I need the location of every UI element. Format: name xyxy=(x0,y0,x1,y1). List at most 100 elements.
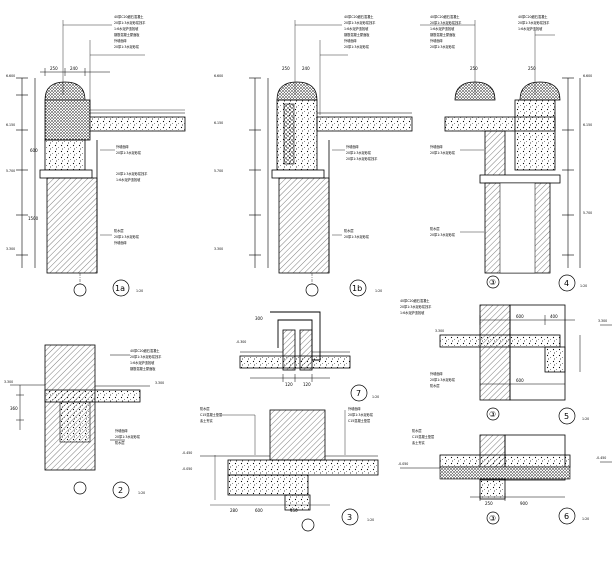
svg-text:1:20: 1:20 xyxy=(372,395,379,399)
detail-label-circle xyxy=(112,279,130,297)
detail-label-circle xyxy=(350,384,368,402)
svg-text:120: 120 xyxy=(303,382,311,387)
svg-text:1:6水泥炉渣找坡: 1:6水泥炉渣找坡 xyxy=(518,26,543,31)
svg-text:40厚C20细石混凝土: 40厚C20细石混凝土 xyxy=(518,14,548,19)
svg-text:600: 600 xyxy=(30,148,38,153)
svg-text:20厚1:3水泥砂浆: 20厚1:3水泥砂浆 xyxy=(114,234,140,239)
svg-text:6: 6 xyxy=(564,512,569,521)
svg-text:防水层: 防水层 xyxy=(115,440,125,445)
detail-label-circle xyxy=(341,508,359,526)
svg-text:外墙面砖: 外墙面砖 xyxy=(115,428,129,433)
svg-text:1:20: 1:20 xyxy=(582,417,589,421)
detail-label-circle xyxy=(558,407,576,425)
svg-text:-0.450: -0.450 xyxy=(596,456,606,460)
svg-text:1:20: 1:20 xyxy=(580,284,587,288)
svg-text:6.600: 6.600 xyxy=(583,74,592,78)
svg-text:2: 2 xyxy=(118,486,123,495)
svg-text:3.300: 3.300 xyxy=(4,380,13,384)
svg-text:外墙面砖: 外墙面砖 xyxy=(430,371,444,376)
svg-text:1500: 1500 xyxy=(28,216,39,221)
svg-text:3.300: 3.300 xyxy=(155,381,164,385)
svg-text:素土夯实: 素土夯实 xyxy=(412,440,425,445)
svg-text:250: 250 xyxy=(282,66,290,71)
svg-text:3.300: 3.300 xyxy=(214,247,223,251)
svg-text:900: 900 xyxy=(520,501,528,506)
svg-text:6.150: 6.150 xyxy=(583,123,592,127)
cornice-profile xyxy=(44,81,86,101)
svg-text:钢筋混凝土屋面板: 钢筋混凝土屋面板 xyxy=(344,32,370,37)
svg-text:钢筋混凝土屋面板: 钢筋混凝土屋面板 xyxy=(114,32,140,37)
svg-text:6.150: 6.150 xyxy=(6,123,15,127)
svg-text:250: 250 xyxy=(485,501,493,506)
svg-text:③: ③ xyxy=(489,278,496,287)
svg-text:1:20: 1:20 xyxy=(582,517,589,521)
svg-text:外墙面砖: 外墙面砖 xyxy=(430,144,444,149)
svg-text:1:20: 1:20 xyxy=(136,289,143,293)
svg-text:-0.450: -0.450 xyxy=(182,451,192,455)
svg-text:7: 7 xyxy=(356,389,361,398)
detail-1a: 6.600 6.150 5.700 3.300 40厚C20细石混凝土 20厚1… xyxy=(6,14,186,297)
svg-text:20厚1:3水泥砂浆: 20厚1:3水泥砂浆 xyxy=(346,150,372,155)
svg-text:1:6水泥炉渣找坡: 1:6水泥炉渣找坡 xyxy=(114,26,139,31)
detail-3: 防水层 C15混凝土垫层 素土夯实 外墙面砖 20厚1:3水泥砂浆 C15混凝土… xyxy=(182,406,379,532)
svg-text:外墙面砖: 外墙面砖 xyxy=(114,38,128,43)
svg-text:20厚1:3水泥砂浆: 20厚1:3水泥砂浆 xyxy=(344,234,370,239)
callout-leaders xyxy=(62,20,145,236)
svg-text:外墙面砖: 外墙面砖 xyxy=(116,144,130,149)
dim-chain-left xyxy=(16,77,36,268)
svg-text:20厚1:3水泥砂浆找平: 20厚1:3水泥砂浆找平 xyxy=(400,304,432,309)
svg-text:-0.300: -0.300 xyxy=(236,340,246,344)
callout-text: 40厚C20细石混凝土 20厚1:3水泥砂浆找平 1:6水泥炉渣找坡 钢筋混凝土… xyxy=(114,14,148,245)
svg-text:外墙面砖: 外墙面砖 xyxy=(430,38,444,43)
svg-text:280: 280 xyxy=(230,508,238,513)
svg-text:120: 120 xyxy=(285,382,293,387)
svg-text:20厚1:3水泥砂浆: 20厚1:3水泥砂浆 xyxy=(114,44,140,49)
svg-text:250: 250 xyxy=(470,66,478,71)
detail-label-circle xyxy=(558,274,576,292)
top-dims xyxy=(40,68,110,76)
svg-text:20厚1:3水泥砂浆找平: 20厚1:3水泥砂浆找平 xyxy=(344,20,376,25)
svg-text:20厚1:3水泥砂浆找平: 20厚1:3水泥砂浆找平 xyxy=(130,354,162,359)
svg-text:6.150: 6.150 xyxy=(214,121,223,125)
svg-text:20厚1:3水泥砂浆: 20厚1:3水泥砂浆 xyxy=(430,150,456,155)
svg-text:40厚C20细石混凝土: 40厚C20细石混凝土 xyxy=(400,298,430,303)
svg-text:外墙面砖: 外墙面砖 xyxy=(348,406,362,411)
svg-text:1:6水泥炉渣找坡: 1:6水泥炉渣找坡 xyxy=(430,26,455,31)
svg-text:C15混凝土垫层: C15混凝土垫层 xyxy=(200,412,222,417)
svg-text:20厚1:3水泥砂浆: 20厚1:3水泥砂浆 xyxy=(430,232,456,237)
svg-text:20厚1:3水泥砂浆: 20厚1:3水泥砂浆 xyxy=(116,150,142,155)
svg-text:20厚1:3水泥砂浆找平: 20厚1:3水泥砂浆找平 xyxy=(518,20,550,25)
roof-slab xyxy=(84,116,186,132)
svg-text:1:20: 1:20 xyxy=(367,518,374,522)
level-marks-left: 6.600 6.150 5.700 3.300 xyxy=(6,74,15,251)
detail-1b: 6.600 6.150 5.700 3.300 40厚C20细石混凝土 20厚1… xyxy=(214,14,413,297)
svg-text:300: 300 xyxy=(255,316,263,321)
svg-text:450: 450 xyxy=(290,508,298,513)
svg-text:40厚C20细石混凝土: 40厚C20细石混凝土 xyxy=(344,14,374,19)
svg-text:-0.050: -0.050 xyxy=(398,462,408,466)
svg-text:1:6水泥炉渣找坡: 1:6水泥炉渣找坡 xyxy=(116,177,141,182)
svg-text:20厚1:3水泥砂浆找平: 20厚1:3水泥砂浆找平 xyxy=(116,171,148,176)
svg-text:C15混凝土垫层: C15混凝土垫层 xyxy=(412,434,434,439)
svg-text:5: 5 xyxy=(564,412,569,421)
svg-text:防水层: 防水层 xyxy=(114,228,124,233)
beam-band xyxy=(44,99,91,141)
svg-text:C15混凝土垫层: C15混凝土垫层 xyxy=(348,418,370,423)
svg-text:40厚C20细石混凝土: 40厚C20细石混凝土 xyxy=(430,14,460,19)
svg-text:防水层: 防水层 xyxy=(430,383,440,388)
svg-text:6.600: 6.600 xyxy=(214,74,223,78)
svg-text:防水层: 防水层 xyxy=(430,226,440,231)
svg-text:钢筋混凝土屋面板: 钢筋混凝土屋面板 xyxy=(130,366,156,371)
svg-text:400: 400 xyxy=(550,314,558,319)
svg-text:40厚C20细石混凝土: 40厚C20细石混凝土 xyxy=(114,14,144,19)
wall-upper xyxy=(44,139,86,171)
svg-text:-0.050: -0.050 xyxy=(182,467,192,471)
svg-text:1:6水泥炉渣找坡: 1:6水泥炉渣找坡 xyxy=(400,310,425,315)
svg-text:6.600: 6.600 xyxy=(6,74,15,78)
svg-text:1b: 1b xyxy=(352,284,362,293)
wall-lower xyxy=(46,177,98,274)
svg-text:1a: 1a xyxy=(115,284,125,293)
svg-text:40厚C20细石混凝土: 40厚C20细石混凝土 xyxy=(130,348,160,353)
detail-7: 300 120 120 -0.300 7 1:20 xyxy=(236,311,379,402)
svg-text:600: 600 xyxy=(516,378,524,383)
